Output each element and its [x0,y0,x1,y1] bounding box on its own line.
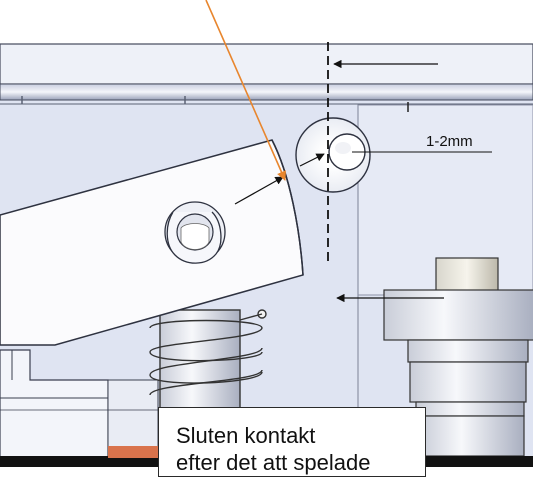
gap-label: 1-2mm [426,133,473,150]
callout-line-2: efter det att spelade [176,450,371,475]
lever-arm [0,139,304,346]
callout-line-1: Sluten kontakt [176,423,316,448]
right-cylinder [383,257,533,457]
base-blocks [0,349,160,467]
leader-line [205,0,286,181]
dimension-arrow-icon [299,153,325,167]
compression-spring [149,309,267,411]
mechanism-diagram [0,0,533,467]
top-rail [0,43,533,112]
dimension-arrow-icon [234,176,284,205]
washer [295,117,371,193]
slotted-pin [164,201,226,264]
